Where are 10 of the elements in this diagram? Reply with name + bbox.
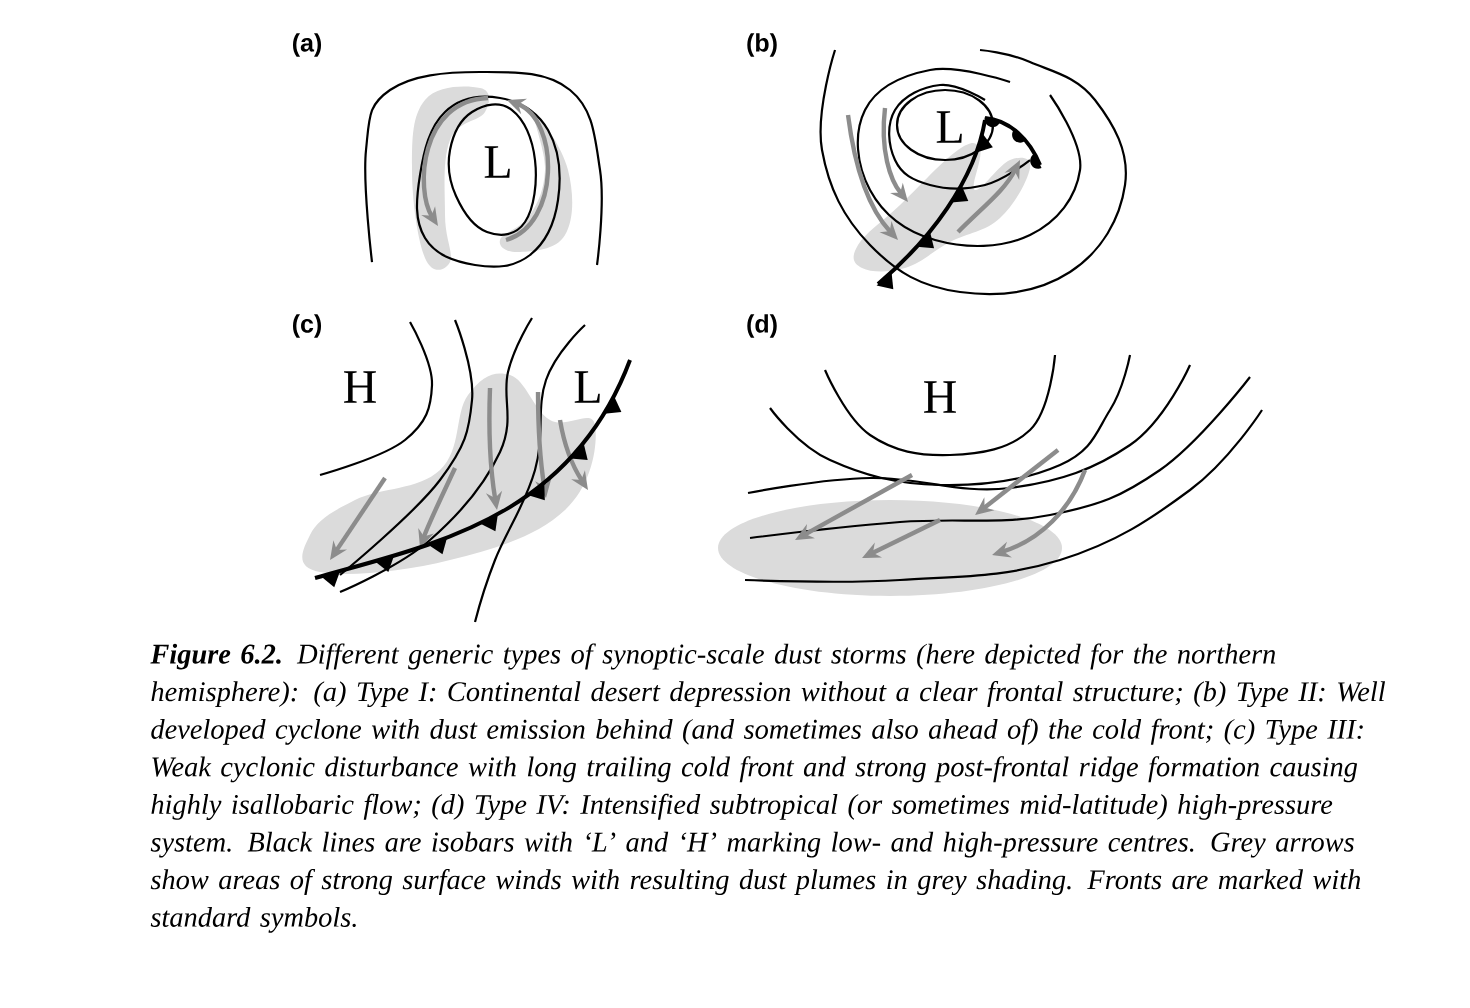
pressure-centre-label: L bbox=[484, 146, 510, 178]
pressure-centre-label: H bbox=[924, 381, 956, 413]
panel-label: (a) bbox=[293, 33, 322, 57]
panel-label: (d) bbox=[747, 314, 777, 338]
pressure-centre-label: L bbox=[574, 371, 600, 403]
pressure-centre-label: L bbox=[936, 111, 962, 143]
panel-label: (b) bbox=[747, 33, 777, 57]
figure-caption: Figure 6.2. Different generic types of synoptic-scale dust storms (here depicted for the northern hemisphere): (a) Type I: Continental desert depression without a clear frontal structure; (b) Type II: Well developed cyclone with dust emission behind (and sometimes also ahead of) the cold front; (c) Type III: Weak cyclonic disturbance with long trailing cold front and strong post-frontal ridge formation causing highly isallobaric flow; (d) Type IV: Intensified subtropical (or sometimes mid-latitude) high-pressure system. Black lines are isobars with ‘L’ and ‘H’ marking low- and high-pressure centres. Grey arrows show areas of strong surface winds with resulting dust plumes in grey shading. Fronts are marked with standard symbols. bbox=[150, 643, 1386, 933]
pressure-centre-label: H bbox=[344, 371, 376, 403]
panel-label: (c) bbox=[293, 314, 322, 338]
